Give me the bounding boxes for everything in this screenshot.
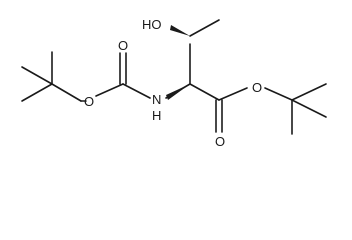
bond-oxygen-to-carbamate-carbon bbox=[95, 83, 124, 97]
chemical-structure-diagram: HO O O N H O O bbox=[21, 17, 327, 149]
carbamate-carbonyl-oxygen-label: O bbox=[118, 38, 128, 53]
amine-nitrogen-label: N bbox=[152, 92, 161, 107]
bond-carbamate-carbon-to-nitrogen bbox=[122, 83, 151, 99]
amino-acid-backbone bbox=[165, 19, 220, 101]
hydroxyl-label: HO bbox=[142, 17, 162, 32]
ester-carbonyl-oxygen-label: O bbox=[215, 134, 225, 149]
bond-tbu-left-methyl-1 bbox=[21, 66, 53, 85]
bond-tbu-left-methyl-3 bbox=[21, 83, 53, 102]
carbamate-group bbox=[80, 52, 151, 102]
ester-group bbox=[215, 87, 293, 133]
bond-beta-to-methyl bbox=[189, 19, 220, 37]
structure-canvas: HO O O N H O O bbox=[21, 17, 327, 149]
bond-ester-carbon-to-oxygen bbox=[218, 87, 248, 101]
amine-hydrogen-label: H bbox=[152, 108, 161, 123]
wedge-bond-beta-hydroxyl bbox=[170, 25, 190, 36]
ester-ether-oxygen-label: O bbox=[252, 80, 262, 95]
left-tert-butyl-group bbox=[21, 51, 82, 102]
right-tert-butyl-group bbox=[291, 83, 327, 135]
bond-alpha-to-ester-carbon bbox=[189, 83, 220, 101]
bond-tbu-right-methyl-2 bbox=[291, 83, 327, 101]
bond-tbu-left-to-carbon bbox=[51, 83, 82, 102]
bond-tbu-right-methyl-3 bbox=[291, 99, 327, 118]
bond-ester-oxygen-to-tbu bbox=[264, 87, 293, 101]
wedge-bond-nitrogen-alpha bbox=[166, 84, 190, 100]
carbamate-ester-oxygen-label: O bbox=[84, 94, 94, 109]
